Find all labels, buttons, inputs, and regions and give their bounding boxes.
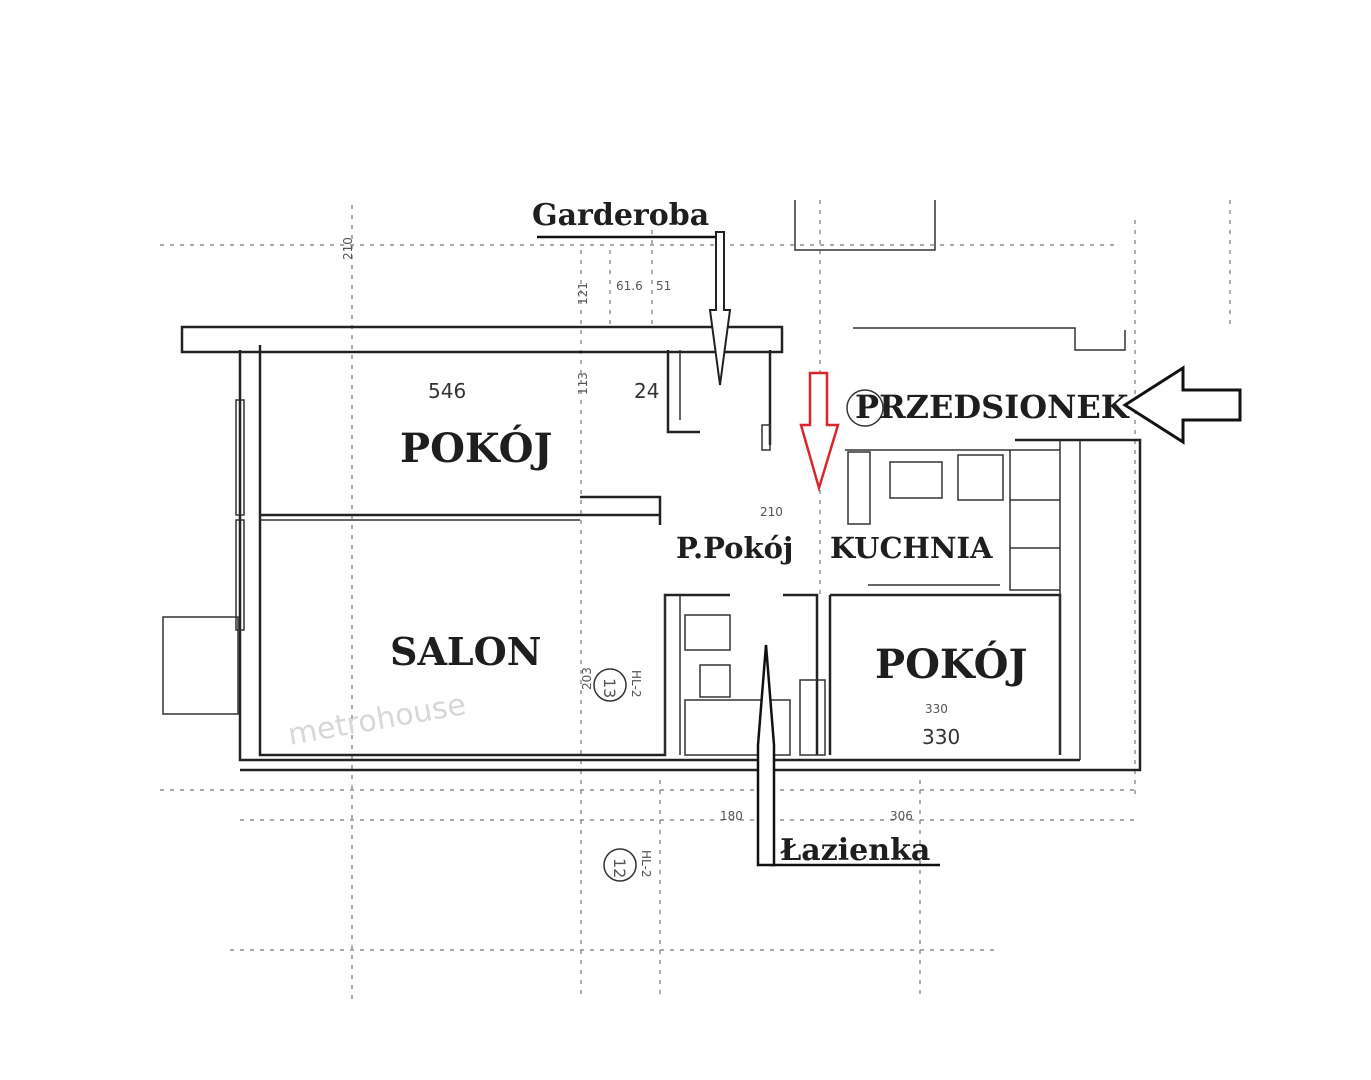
dim-330: 330 <box>922 725 960 749</box>
marker-12-tag: HL-2 <box>639 850 653 877</box>
dim-210: 210 <box>760 505 783 519</box>
dimension-grid <box>160 200 1231 1000</box>
label-p-pokoj: P.Pokój <box>676 531 793 565</box>
label-lazienka: Łazienka <box>780 833 930 868</box>
dim-51: 51 <box>656 279 671 293</box>
arrow-down-red-icon <box>799 371 840 493</box>
dimension-labels: 546 24 210 330 330 61.6 51 203 210 121 1… <box>341 237 960 823</box>
label-przedsionek: PRZEDSIONEK <box>855 388 1130 426</box>
label-garderoba: Garderoba <box>532 198 709 233</box>
marker-13-number: 13 <box>600 678 619 698</box>
dim-121: 121 <box>576 282 590 305</box>
dim-546: 546 <box>428 379 466 403</box>
arrow-down-garderoba-icon <box>708 231 732 386</box>
unit-marker-13: 13 HL-2 <box>593 668 643 702</box>
label-salon: SALON <box>390 629 541 674</box>
marker-13-tag: HL-2 <box>629 670 643 697</box>
dim-61-6: 61.6 <box>616 279 643 293</box>
watermark: metrohouse <box>285 687 468 753</box>
dim-180: 180 <box>720 809 743 823</box>
unit-marker-12: 12 HL-2 <box>603 848 653 882</box>
dim-210-top: 210 <box>341 237 355 260</box>
arrow-left-entrance-icon <box>1122 365 1242 445</box>
marker-12-number: 12 <box>610 858 629 878</box>
dim-203: 203 <box>580 667 594 690</box>
dim-113: 113 <box>576 372 590 395</box>
arrow-up-lazienka-icon <box>756 644 776 867</box>
dim-24: 24 <box>634 379 659 403</box>
label-pokoj-1: POKÓJ <box>400 425 552 472</box>
walls <box>162 325 1142 772</box>
label-pokoj-2: POKÓJ <box>875 641 1027 688</box>
dim-330-small: 330 <box>925 702 948 716</box>
dim-306: 306 <box>890 809 913 823</box>
label-kuchnia: KUCHNIA <box>830 531 993 565</box>
